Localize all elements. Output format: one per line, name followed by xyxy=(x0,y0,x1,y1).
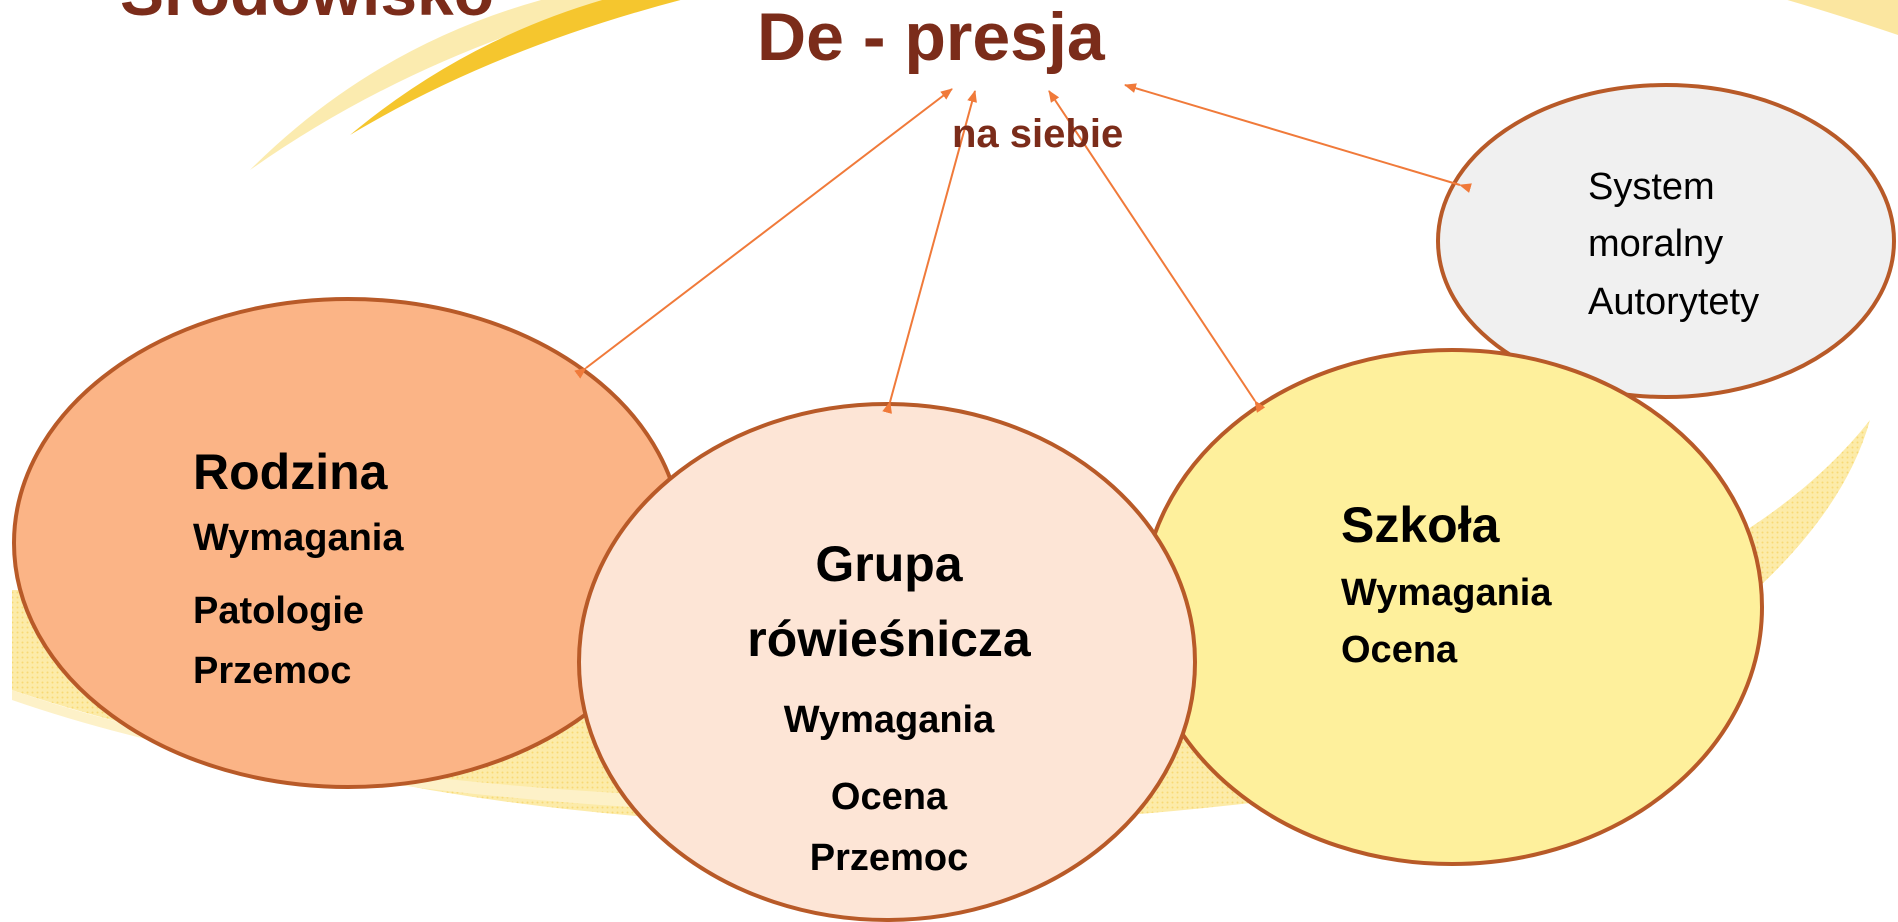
grupa-item: Przemoc xyxy=(809,837,969,879)
subtitle: na siebie xyxy=(952,112,1124,156)
system-line: moralny xyxy=(1588,223,1724,265)
system-line: System xyxy=(1588,166,1715,208)
arrow-grupa xyxy=(882,90,977,414)
grupa-title-line2: rówieśnicza xyxy=(747,611,1031,667)
system-line: Autorytety xyxy=(1588,281,1760,323)
arrow-rodzina xyxy=(574,88,953,379)
arrow-szkola xyxy=(1048,90,1266,413)
szkola-item: Wymagania xyxy=(1341,572,1552,614)
swoosh-top-right xyxy=(1787,0,1898,35)
szkola-title: Szkoła xyxy=(1341,497,1500,553)
rodzina-item: Wymagania xyxy=(193,517,404,559)
arrow-system xyxy=(1124,83,1472,193)
partial-title: Środowisko xyxy=(120,0,494,30)
system-moralny-ellipse xyxy=(1436,83,1896,399)
title: De - presja xyxy=(757,0,1105,75)
rodzina-item: Patologie xyxy=(193,590,365,632)
grupa-item: Wymagania xyxy=(783,699,995,741)
szkola-item: Ocena xyxy=(1341,629,1458,671)
grupa-item: Ocena xyxy=(830,776,948,818)
grupa-title-line1: Grupa xyxy=(815,536,963,592)
rodzina-item: Przemoc xyxy=(193,650,352,692)
rodzina-title: Rodzina xyxy=(193,444,388,500)
